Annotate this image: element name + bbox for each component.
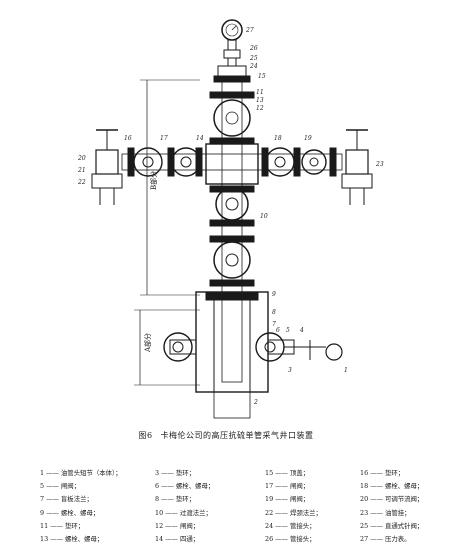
callout-14: 14 — [196, 135, 204, 142]
legend-item: 9 —— 螺栓、螺母； — [40, 508, 100, 517]
callout-9: 9 — [272, 291, 276, 298]
legend-row: 13 —— 螺栓、螺母； 14 —— 四通； 26 —— 管接头； 27 —— … — [40, 532, 440, 545]
legend-item: 16 —— 垫环； — [360, 469, 405, 478]
legend-item: 19 —— 闸阀； — [265, 495, 310, 504]
callout-21: 21 — [77, 167, 86, 174]
legend-item: 6 —— 螺栓、螺母； — [155, 482, 215, 491]
legend-row: 9 —— 螺栓、螺母； 10 —— 过渡法兰； 22 —— 焊颈法兰； 23 —… — [40, 506, 440, 519]
callout-13: 13 — [256, 97, 264, 104]
callout-15: 15 — [258, 73, 266, 80]
callout-12: 12 — [256, 105, 264, 112]
callout-27: 27 — [245, 27, 254, 34]
legend-item: 22 —— 焊颈法兰； — [265, 508, 322, 517]
legend-item: 20 —— 可调节流阀； — [360, 495, 424, 504]
legend-item: 3 —— 垫环； — [155, 469, 196, 478]
callout-6: 6 — [276, 327, 280, 334]
callout-10: 10 — [260, 213, 268, 220]
legend-item: 24 —— 管接头； — [265, 521, 316, 530]
legend-item: 17 —— 闸阀； — [265, 482, 310, 491]
legend-item: 11 —— 垫环； — [40, 521, 85, 530]
legend-row: 7 —— 盲板法兰； 8 —— 垫环； 19 —— 闸阀； 20 —— 可调节流… — [40, 492, 440, 505]
wellhead-diagram: 27 26 25 24 15 11 13 12 20 21 22 16 17 1… — [77, 19, 384, 419]
legend-item: 13 —— 螺栓、螺母； — [40, 535, 104, 544]
callout-7: 7 — [272, 321, 276, 328]
legend-item: 8 —— 垫环； — [155, 495, 196, 504]
callout-17: 17 — [160, 135, 168, 142]
legend-item: 23 —— 油管挂； — [360, 508, 411, 517]
callout-26: 26 — [249, 45, 258, 52]
legend-row: 1 —— 油管头短节（本体）； 3 —— 垫环； 15 —— 顶盖； 16 ——… — [40, 466, 440, 479]
legend-item: 5 —— 闸阀； — [40, 482, 81, 491]
callout-16: 16 — [124, 135, 132, 142]
callout-19: 19 — [304, 135, 312, 142]
legend-item: 25 —— 直通式针阀； — [360, 521, 424, 530]
figure-title: 卡梅伦公司的高压抗硫单管采气井口装置 — [160, 431, 314, 440]
legend-item: 26 —— 管接头； — [265, 535, 316, 544]
dimension-a-label: A部分 — [143, 333, 152, 353]
figure-caption: 图6 卡梅伦公司的高压抗硫单管采气井口装置 — [0, 430, 460, 441]
callout-18: 18 — [274, 135, 282, 142]
callout-8: 8 — [272, 309, 276, 316]
figure-number: 图6 — [138, 431, 153, 440]
dimension-b-label: B部分 — [149, 171, 158, 190]
legend-item: 7 —— 盲板法兰； — [40, 495, 93, 504]
legend-item: 10 —— 过渡法兰； — [155, 508, 212, 517]
legend-item: 18 —— 螺栓、螺母； — [360, 482, 424, 491]
callout-2: 2 — [253, 399, 258, 406]
legend-item: 15 —— 顶盖； — [265, 469, 310, 478]
callout-20: 20 — [77, 155, 86, 162]
callout-3: 3 — [288, 367, 292, 374]
legend-item: 12 —— 闸阀； — [155, 521, 200, 530]
legend-item: 1 —— 油管头短节（本体）； — [40, 469, 122, 478]
legend-row: 5 —— 闸阀； 6 —— 螺栓、螺母； 17 —— 闸阀； 18 —— 螺栓、… — [40, 479, 440, 492]
parts-legend: 1 —— 油管头短节（本体）； 3 —— 垫环； 15 —— 顶盖； 16 ——… — [40, 466, 440, 545]
legend-row: 11 —— 垫环； 12 —— 闸阀； 24 —— 管接头； 25 —— 直通式… — [40, 519, 440, 532]
legend-item: 14 —— 四通； — [155, 535, 200, 544]
callout-5: 5 — [286, 327, 290, 334]
callout-24: 24 — [249, 63, 258, 70]
callout-4: 4 — [299, 327, 304, 334]
callout-22: 22 — [77, 179, 86, 186]
legend-item: 27 —— 压力表。 — [360, 535, 411, 544]
callout-11: 11 — [256, 89, 264, 96]
callout-25: 25 — [249, 55, 258, 62]
callout-1: 1 — [344, 367, 348, 374]
callout-23: 23 — [375, 161, 384, 168]
